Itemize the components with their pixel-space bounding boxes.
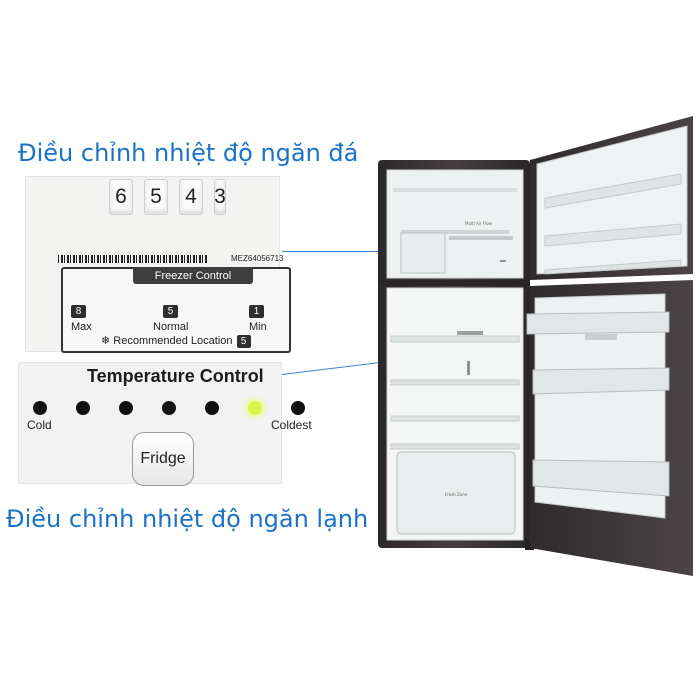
dial-digit: 5 xyxy=(144,179,168,215)
cold-label: Cold xyxy=(27,418,52,432)
level-indicator xyxy=(119,401,133,415)
setting-number: 1 xyxy=(249,305,264,318)
setting-number: 5 xyxy=(163,305,178,318)
shelf xyxy=(390,335,520,343)
crisper-drawer xyxy=(396,451,516,535)
refrigerator-image: Multi Air Flow Fresh Zone xyxy=(378,116,693,576)
dial-digit: 4 xyxy=(179,179,203,215)
fresh-zone-label: Fresh Zone xyxy=(445,492,468,497)
door-bin xyxy=(526,311,670,335)
shelf xyxy=(390,379,520,386)
fridge-foot xyxy=(525,540,534,550)
setting-normal: 5 Normal xyxy=(153,301,188,333)
level-indicator xyxy=(162,401,176,415)
freezer-control-panel: 6 5 4 3 MEZ64056713 Freezer Control 8 Ma… xyxy=(25,176,291,353)
freezer-label: Freezer Control 8 Max 5 Normal 1 Min ❄ R… xyxy=(61,267,291,353)
temperature-control-panel: Temperature Control Cold Coldest Fridge xyxy=(18,362,312,486)
level-indicator xyxy=(205,401,219,415)
dial-digit: 6 xyxy=(109,179,133,215)
coldest-label: Coldest xyxy=(271,418,312,432)
level-indicator-active xyxy=(248,401,262,415)
fridge-button[interactable]: Fridge xyxy=(132,432,194,486)
shelf xyxy=(390,415,520,422)
door-bin xyxy=(532,459,670,497)
recommended-value: 5 xyxy=(236,335,251,348)
setting-label: Max xyxy=(71,321,92,333)
freezer-caption: Điều chỉnh nhiệt độ ngăn đá xyxy=(18,139,359,167)
setting-max: 8 Max xyxy=(71,301,92,333)
setting-min: 1 Min xyxy=(249,301,267,333)
barcode xyxy=(58,255,208,263)
level-indicator xyxy=(33,401,47,415)
level-indicator xyxy=(291,401,305,415)
recommended-label: ❄ Recommended Location xyxy=(101,335,233,347)
model-code: MEZ64056713 xyxy=(231,254,284,263)
fridge-caption: Điều chỉnh nhiệt độ ngăn lạnh xyxy=(6,505,369,533)
level-indicator xyxy=(76,401,90,415)
shelf xyxy=(390,443,520,450)
ice-maker xyxy=(400,232,446,274)
setting-label: Normal xyxy=(153,321,189,333)
multi-air-flow-label: Multi Air Flow xyxy=(465,221,493,226)
fridge-dial xyxy=(467,361,470,375)
temperature-control-title: Temperature Control xyxy=(87,366,264,386)
freezer-control-title: Freezer Control xyxy=(133,267,253,284)
temperature-dial: 6 5 4 3 xyxy=(109,179,226,221)
setting-number: 8 xyxy=(71,305,86,318)
door-bin xyxy=(532,367,670,395)
setting-label: Min xyxy=(249,321,267,333)
dial-digit: 3 xyxy=(214,179,226,215)
